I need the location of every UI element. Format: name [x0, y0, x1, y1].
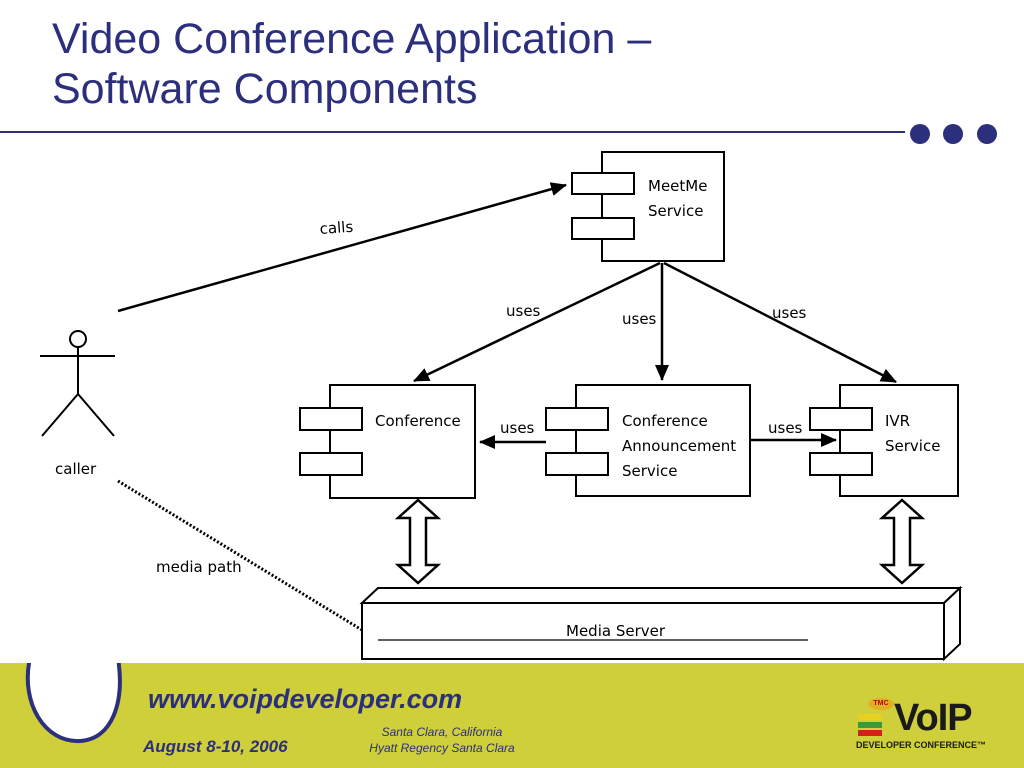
footer-venue-line-1: Santa Clara, California — [381, 725, 503, 739]
media-server-node: Media Server — [359, 585, 963, 662]
ivr-service-component: IVR Service — [809, 384, 959, 497]
logo-subtext: DEVELOPER CONFERENCE™ — [856, 740, 987, 750]
announcement-label-3: Service — [622, 462, 677, 480]
footer-arc-icon — [25, 663, 122, 744]
announcement-service-component: Conference Announcement Service — [545, 384, 751, 497]
media-server-label: Media Server — [566, 622, 666, 640]
media-path-label: media path — [156, 558, 242, 576]
meetme-label-1: MeetMe — [648, 177, 707, 195]
title-divider — [0, 131, 905, 133]
uses-announcement-label: uses — [622, 310, 657, 328]
ivr-label-2: Service — [885, 437, 940, 455]
logo-text: VoIP — [894, 697, 973, 739]
uses-ivr-label: uses — [772, 304, 807, 322]
meetme-service-component: MeetMe Service — [571, 151, 725, 262]
footer-venue-line-2: Hyatt Regency Santa Clara — [369, 741, 515, 755]
component-diagram: MeetMe Service Conference Conference Ann… — [40, 151, 963, 662]
announcement-label-2: Announcement — [622, 437, 736, 455]
meetme-label-2: Service — [648, 202, 703, 220]
conference-component: Conference — [299, 384, 476, 499]
footer-url: www.voipdeveloper.com — [148, 684, 463, 714]
calls-label: calls — [319, 218, 354, 238]
uses-ivr-edge — [663, 261, 897, 384]
caller-label: caller — [55, 460, 97, 478]
uses-ann-ivr-label: uses — [768, 419, 803, 437]
conference-label: Conference — [375, 412, 461, 430]
media-path-edge — [117, 479, 363, 632]
conference-media-double-arrow-icon — [394, 498, 442, 585]
footer-dates: August 8-10, 2006 — [143, 737, 288, 756]
voip-conference-logo: TMC VoIP DEVELOPER CONFERENCE™ — [854, 698, 1004, 754]
footer-bar — [0, 663, 1024, 768]
logo-badge: TMC — [868, 698, 894, 710]
decorative-dot-icon — [910, 124, 930, 144]
caller-actor-icon — [40, 330, 115, 437]
announcement-label-1: Conference — [622, 412, 708, 430]
uses-conference-label: uses — [506, 302, 541, 320]
title-line-1: Video Conference Application – — [52, 15, 652, 63]
uses-ann-conf-label: uses — [500, 419, 535, 437]
calls-edge — [117, 182, 567, 313]
footer-venue: Santa Clara, California Hyatt Regency Sa… — [352, 724, 532, 756]
decorative-dot-icon — [977, 124, 997, 144]
ivr-media-double-arrow-icon — [878, 498, 926, 585]
slide-title: Video Conference Application – Software … — [52, 14, 651, 114]
decorative-dot-icon — [943, 124, 963, 144]
uses-conference-edge — [413, 261, 661, 383]
title-line-2: Software Components — [52, 65, 478, 113]
ivr-label-1: IVR — [885, 412, 910, 430]
